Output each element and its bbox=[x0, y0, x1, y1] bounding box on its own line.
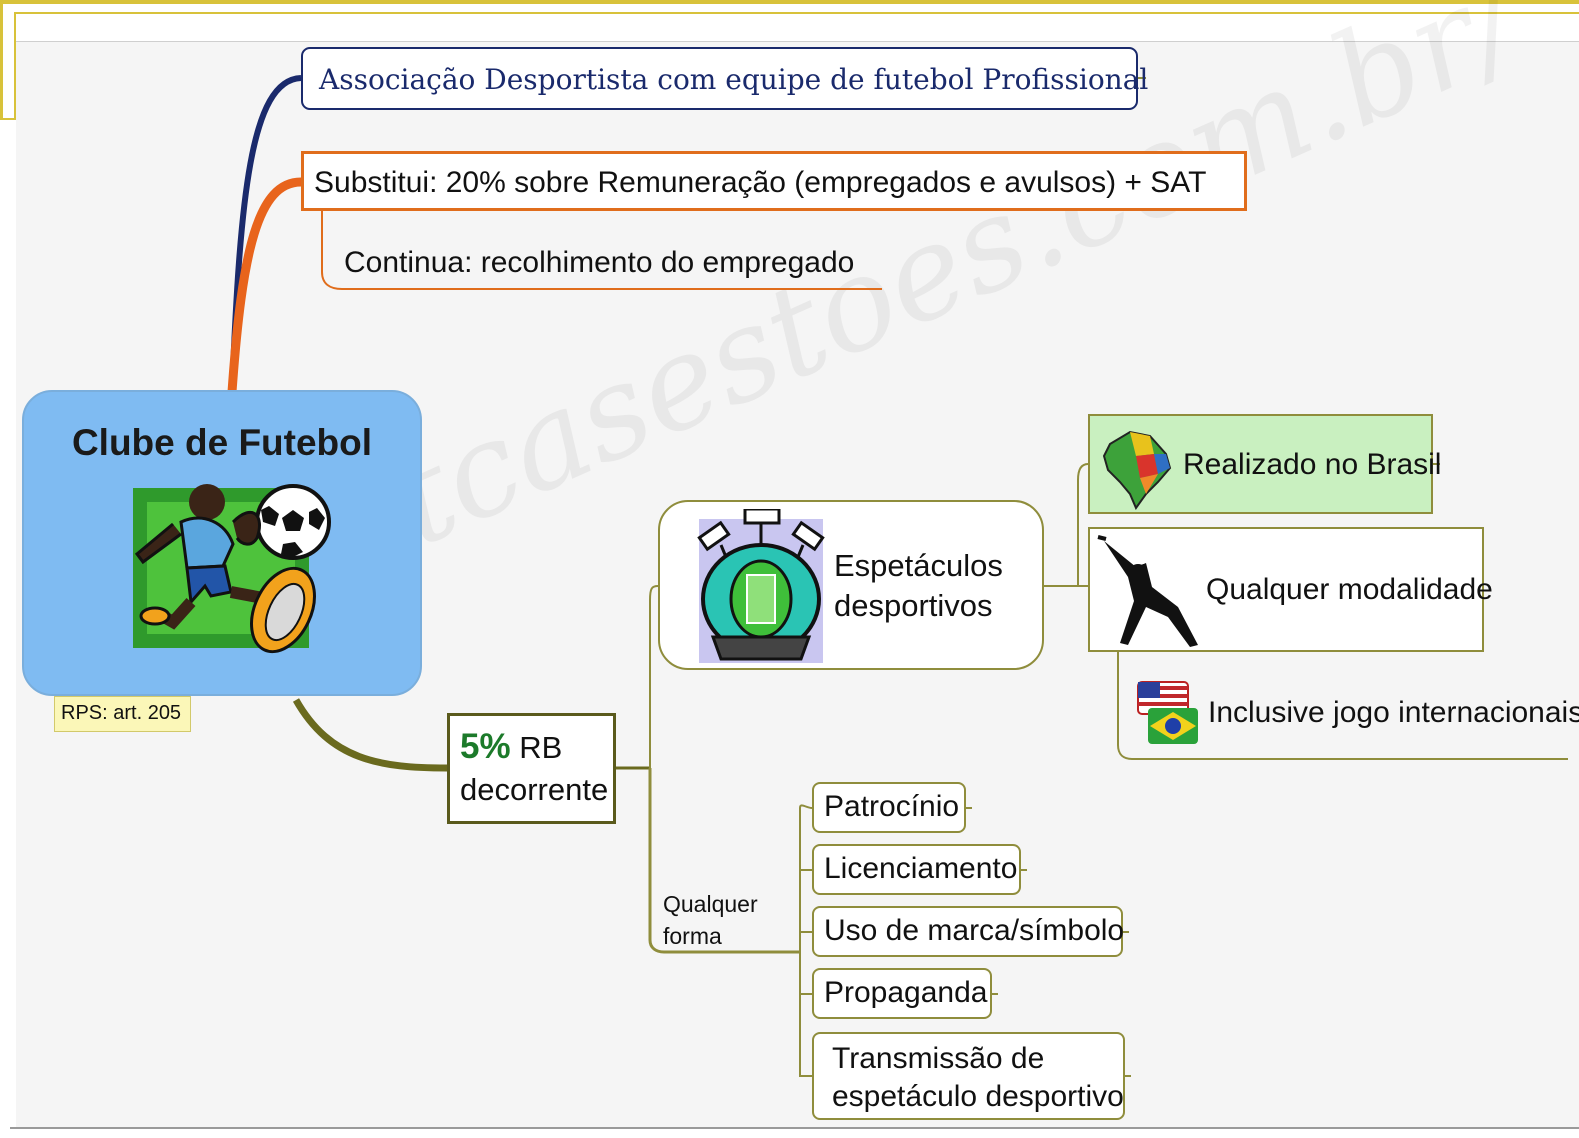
soccer-player-icon bbox=[133, 482, 333, 667]
connector-continues bbox=[321, 211, 882, 290]
connector-rate bbox=[292, 698, 448, 772]
rate-label: RB bbox=[510, 730, 563, 765]
any-form-line1: Qualquer bbox=[663, 891, 758, 917]
any-form-label: Qualquer forma bbox=[663, 888, 758, 952]
spectacles-line1: Espetáculos bbox=[834, 548, 1003, 583]
frame-inner-border bbox=[0, 118, 16, 120]
broadcast-line2: espetáculo desportivo bbox=[832, 1080, 1124, 1113]
connector-international bbox=[1117, 652, 1568, 760]
node-international[interactable]: Inclusive jogo internacionais bbox=[1128, 672, 1579, 758]
frame-left-border bbox=[0, 0, 3, 120]
node-licensing[interactable]: Licenciamento bbox=[812, 844, 1021, 895]
stadium-icon bbox=[697, 507, 827, 670]
any-form-line2: forma bbox=[663, 923, 722, 949]
brazil-map-icon bbox=[1102, 430, 1172, 510]
rate-line2: decorrente bbox=[460, 772, 609, 807]
node-rate[interactable]: 5% RB decorrente bbox=[447, 713, 616, 824]
connector-stubs bbox=[966, 77, 1440, 1077]
canvas-divider bbox=[16, 41, 1579, 42]
rate-percent: 5% bbox=[460, 727, 511, 766]
node-substitutes[interactable]: Substitui: 20% sobre Remuneração (empreg… bbox=[301, 151, 1247, 211]
connector-association bbox=[229, 75, 302, 393]
connector-brazil bbox=[1077, 463, 1089, 586]
frame-top-border bbox=[0, 0, 1579, 4]
root-title: Clube de Futebol bbox=[71, 422, 373, 463]
canvas-divider bbox=[10, 1127, 1579, 1129]
connector-any-form bbox=[648, 768, 800, 954]
node-modality[interactable]: Qualquer modalidade bbox=[1088, 527, 1493, 652]
connector-items bbox=[799, 804, 813, 1077]
root-note: RPS: art. 205 bbox=[54, 696, 191, 732]
connector-spectacles bbox=[649, 585, 659, 768]
athlete-stretching-icon bbox=[1097, 535, 1198, 647]
root-node[interactable]: Clube de Futebol bbox=[22, 390, 422, 696]
node-sponsorship[interactable]: Patrocínio bbox=[812, 782, 966, 833]
frame-inner-border bbox=[14, 12, 1579, 14]
frame-inner-border bbox=[14, 12, 16, 120]
node-brand-use[interactable]: Uso de marca/símbolo bbox=[812, 906, 1124, 957]
node-association[interactable]: Associação Desportista com equipe de fut… bbox=[301, 47, 1148, 110]
connector-substitutes bbox=[227, 177, 302, 393]
node-advertising[interactable]: Propaganda bbox=[812, 968, 992, 1019]
spectacles-line2: desportivos bbox=[834, 588, 993, 623]
broadcast-line1: Transmissão de bbox=[832, 1042, 1045, 1075]
modality-label: Qualquer modalidade bbox=[1206, 573, 1493, 606]
node-broadcast[interactable]: Transmissão de espetáculo desportivo bbox=[812, 1032, 1125, 1120]
node-brazil[interactable]: Realizado no Brasil bbox=[1088, 414, 1441, 514]
brazil-label: Realizado no Brasil bbox=[1183, 448, 1442, 481]
flags-icon bbox=[1137, 681, 1198, 744]
spectacles-label: Espetáculos desportivos bbox=[834, 546, 1003, 626]
international-label: Inclusive jogo internacionais bbox=[1208, 696, 1579, 729]
node-spectacles[interactable]: Espetáculos desportivos bbox=[658, 500, 1044, 670]
node-continues[interactable]: Continua: recolhimento do empregado bbox=[344, 246, 855, 279]
